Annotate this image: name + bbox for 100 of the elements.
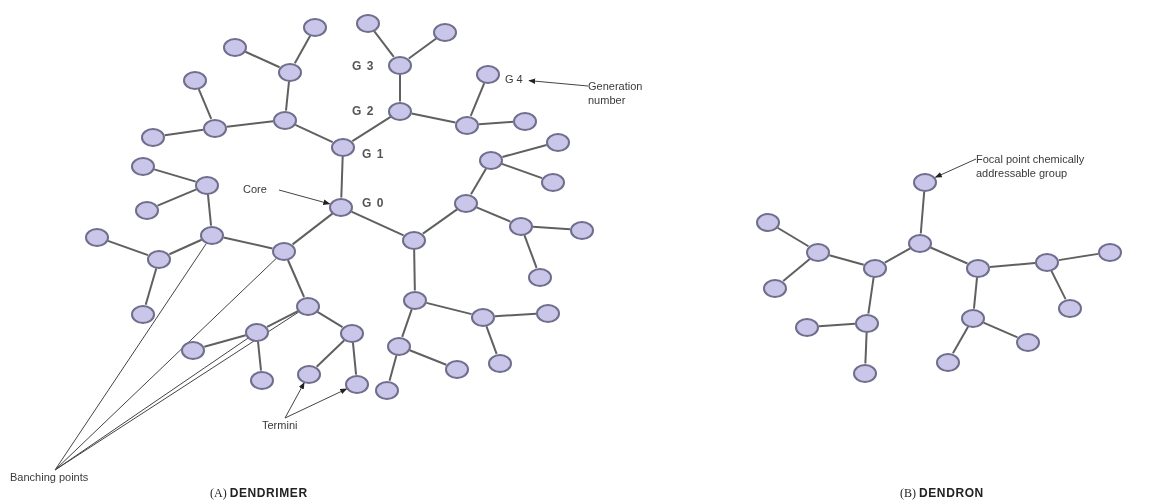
circle-node [454, 193, 478, 213]
branch-line [982, 321, 1019, 339]
branch-line [351, 341, 358, 376]
annotation-text: Focal point chemically addressable group [976, 152, 1106, 180]
circle-node [200, 225, 224, 245]
generation-label: G 3 [352, 59, 375, 73]
branch-line [477, 120, 515, 126]
circle-node [402, 230, 426, 250]
circle-node [546, 132, 570, 152]
annotation-text: Banching points [10, 470, 110, 484]
circle-node [1058, 298, 1082, 318]
figure-caption: (A) DENDRIMER [210, 486, 308, 501]
branch-line [144, 267, 158, 306]
circle-node [1098, 242, 1122, 262]
circle-node [1035, 252, 1059, 272]
branch-line [197, 88, 213, 120]
circle-node [908, 233, 932, 253]
circle-node [85, 227, 109, 247]
circle-node [570, 220, 594, 240]
branch-line [399, 73, 401, 103]
branch-line [225, 120, 275, 128]
circle-node [445, 359, 469, 379]
circle-node [387, 336, 411, 356]
circle-node [966, 258, 990, 278]
circle-node [141, 127, 165, 147]
branch-line [485, 325, 498, 355]
circle-node [756, 212, 780, 232]
branch-line [421, 208, 459, 235]
branch-line [401, 308, 413, 338]
circle-node [273, 110, 297, 130]
circle-node [455, 115, 479, 135]
branch-line [782, 257, 811, 283]
circle-node [433, 22, 457, 42]
generation-label: G 1 [362, 147, 385, 161]
circle-node [245, 322, 269, 342]
annotation-text: Termini [262, 418, 308, 432]
annotation-text: G 4 [505, 72, 529, 86]
branch-line [351, 115, 392, 143]
branch-line [500, 162, 544, 180]
branch-line [475, 206, 512, 223]
branch-line [410, 112, 457, 124]
annotation-text: Generation number [588, 79, 652, 107]
figure-caption: (B) DENDRON [900, 486, 984, 501]
circle-node [329, 197, 353, 217]
branch-line [266, 310, 299, 328]
circle-node [340, 323, 364, 343]
branch-line [206, 193, 213, 227]
branch-line [291, 212, 334, 246]
circle-node [183, 70, 207, 90]
branch-line [294, 123, 334, 144]
leader-line [284, 388, 348, 419]
branch-line [951, 325, 970, 355]
circle-node [528, 267, 552, 287]
branch-line [919, 190, 926, 235]
annotation-text: Core [243, 182, 279, 196]
branch-line [340, 155, 344, 199]
branch-line [867, 276, 875, 315]
generation-label: G 2 [352, 104, 375, 118]
circle-node [272, 241, 296, 261]
branch-line [244, 50, 281, 69]
circle-node [131, 156, 155, 176]
branch-line [315, 339, 346, 368]
circle-node [961, 308, 985, 328]
circle-node [203, 118, 227, 138]
leader-line [934, 158, 977, 178]
circle-node [345, 374, 369, 394]
circle-node [250, 370, 274, 390]
circle-node [388, 101, 412, 121]
branch-line [883, 247, 912, 264]
circle-node [536, 303, 560, 323]
circle-node [195, 175, 219, 195]
branch-line [501, 144, 548, 158]
generation-label: G 0 [362, 196, 385, 210]
circle-node [471, 307, 495, 327]
circle-node [278, 62, 302, 82]
branch-line [929, 246, 969, 265]
circle-node [147, 249, 171, 269]
branch-line [163, 128, 205, 137]
circle-node [488, 353, 512, 373]
leader-line [54, 242, 207, 471]
branch-line [222, 236, 274, 250]
circle-node [375, 380, 399, 400]
branch-line [203, 334, 247, 348]
circle-node [296, 296, 320, 316]
circle-node [135, 200, 159, 220]
branch-line [106, 239, 150, 257]
branch-line [408, 349, 448, 366]
branch-line [373, 30, 395, 58]
branch-line [350, 210, 405, 237]
branch-line [286, 259, 306, 298]
branch-line [493, 312, 538, 318]
branch-line [531, 225, 572, 231]
branch-line [388, 354, 398, 382]
circle-node [479, 150, 503, 170]
circle-node [853, 363, 877, 383]
branch-line [168, 238, 203, 256]
branch-line [316, 310, 344, 329]
branch-line [972, 276, 979, 310]
branch-line [469, 82, 486, 117]
branch-line [413, 248, 416, 292]
